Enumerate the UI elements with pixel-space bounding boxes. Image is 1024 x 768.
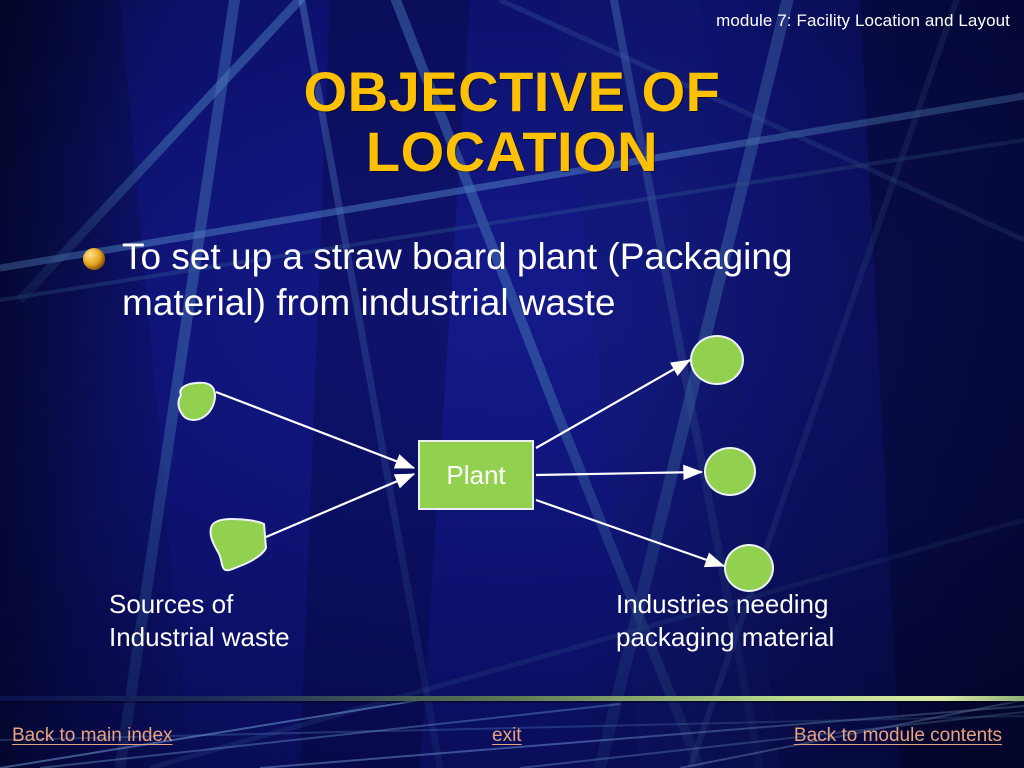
footer-bar: Back to main index exit Back to module c… [0,703,1024,768]
plant-node-label: Plant [446,459,506,490]
bullet-sphere-icon [83,248,105,270]
destination-node-3 [724,544,774,592]
page-title: OBJECTIVE OF LOCATION [0,62,1024,182]
page-title-line-1: OBJECTIVE OF [303,60,721,123]
list-item: To set up a straw board plant (Packaging… [83,234,883,326]
link-back-to-module-contents[interactable]: Back to module contents [793,725,1002,746]
bullet-list: To set up a straw board plant (Packaging… [83,234,883,326]
caption-destinations: Industries needing packaging material [616,589,835,653]
destination-node-1 [690,335,744,385]
link-exit[interactable]: exit [492,725,522,746]
destination-node-2 [704,447,756,496]
caption-sources: Sources of Industrial waste [109,589,290,653]
module-header-label: module 7: Facility Location and Layout [716,11,1010,30]
link-back-to-main-index[interactable]: Back to main index [12,725,173,746]
plant-node: Plant [418,440,534,510]
bullet-item-label: To set up a straw board plant (Packaging… [122,236,793,323]
footer-divider-shadow [0,701,1024,703]
footer-divider [0,696,1024,701]
page-title-line-2: LOCATION [365,119,659,183]
